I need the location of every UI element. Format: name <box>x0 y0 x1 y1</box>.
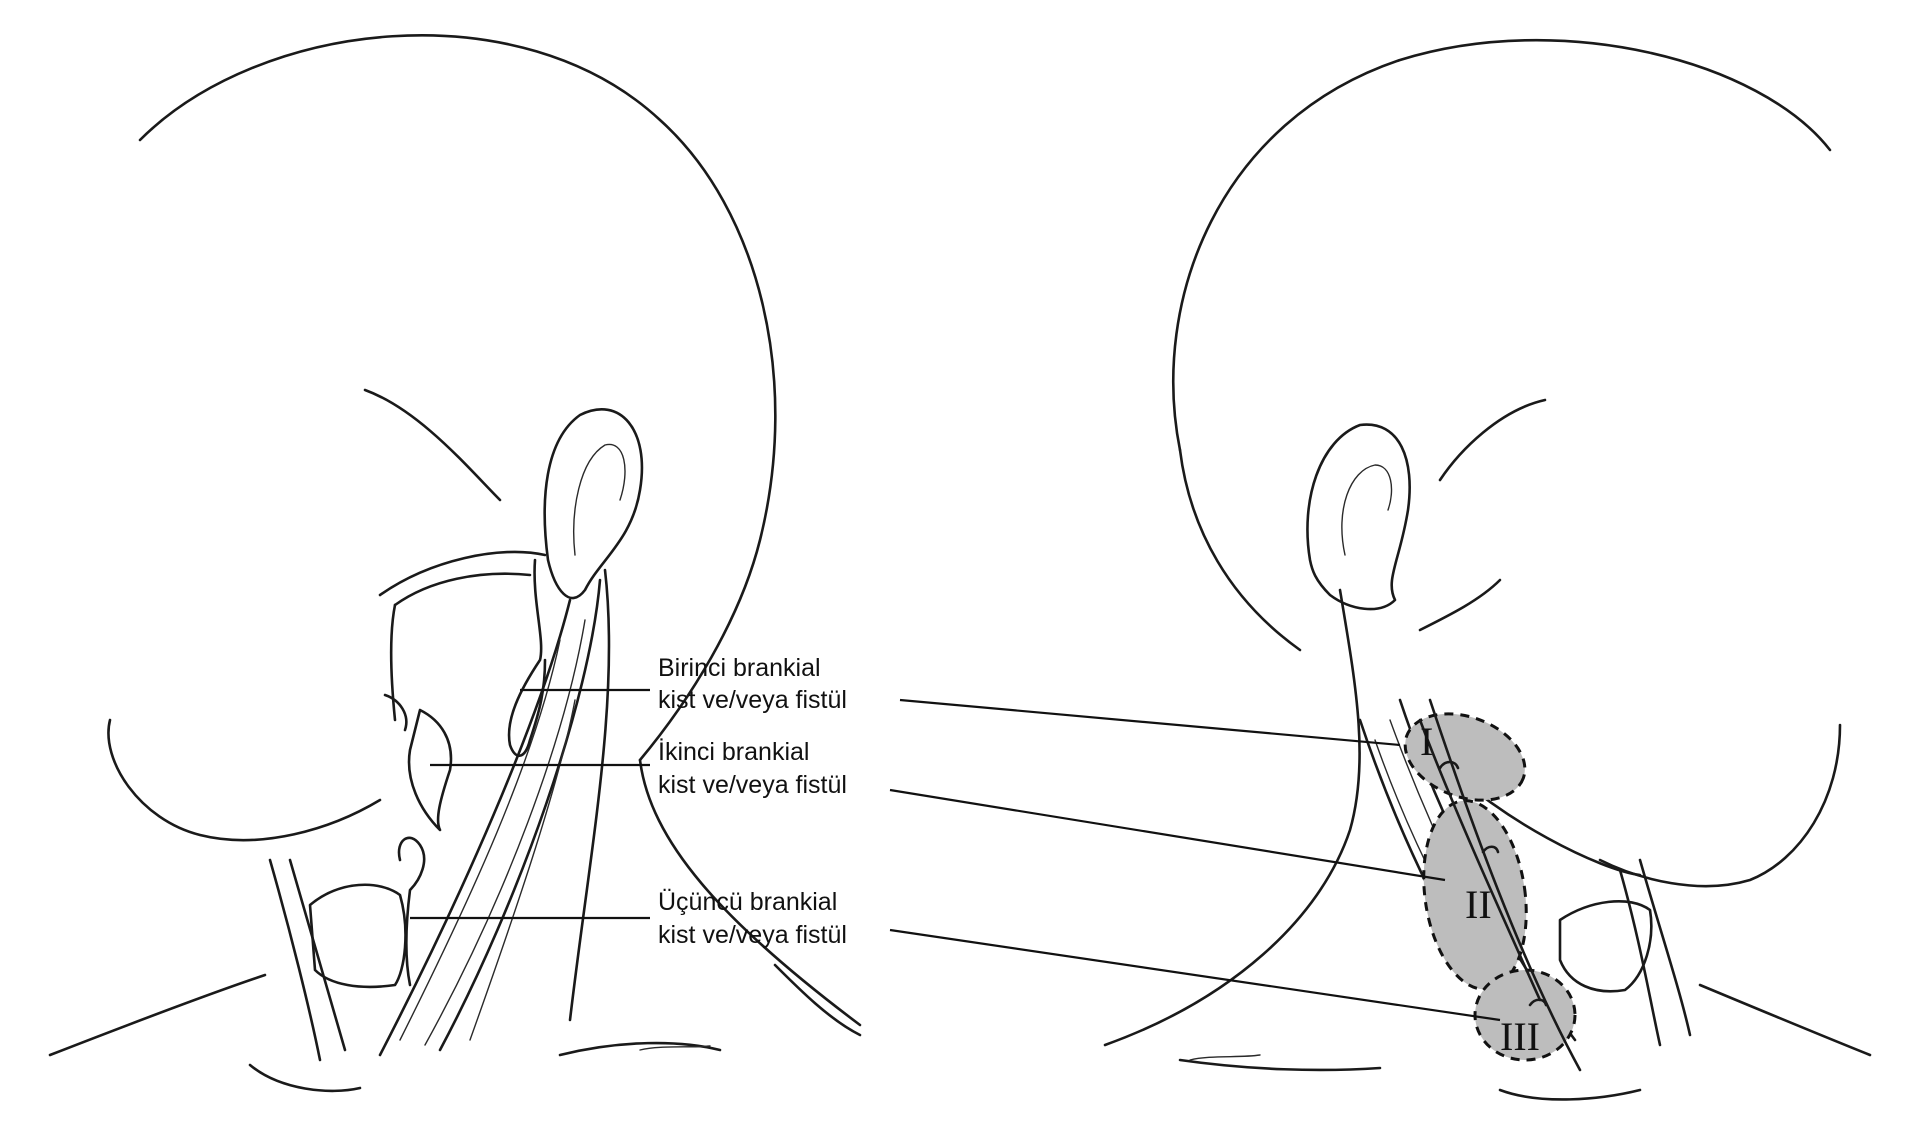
left-ear <box>545 409 642 598</box>
label-first-line1: Birinci brankial <box>658 654 821 682</box>
leader-second-right <box>890 790 1445 880</box>
left-neck-back <box>570 570 609 1020</box>
numeral-iii: III <box>1500 1014 1540 1059</box>
label-first-line2: kist ve/veya fistül <box>658 686 847 714</box>
left-first-cyst <box>509 560 545 756</box>
left-ear-inner <box>574 444 625 555</box>
left-second-cyst <box>409 710 451 830</box>
labels: Birinci brankial kist ve/veya fistül İki… <box>658 654 847 949</box>
right-head-figure: I II III <box>1105 40 1870 1099</box>
numeral-ii: II <box>1465 882 1492 927</box>
leader-first-right <box>900 700 1400 745</box>
right-shoulder <box>1700 985 1870 1055</box>
label-second-line1: İkinci brankial <box>658 737 809 766</box>
label-third-line1: Üçüncü brankial <box>658 888 837 916</box>
right-larynx <box>1560 901 1651 991</box>
left-head-outline <box>140 35 775 760</box>
left-mandible <box>391 605 395 720</box>
label-second-line2: kist ve/veya fistül <box>658 771 847 799</box>
left-cheek-line <box>365 390 500 500</box>
left-face-contour <box>108 720 380 840</box>
right-jaw-line <box>1420 580 1500 630</box>
right-ear-inner <box>1342 465 1392 555</box>
label-third-line2: kist ve/veya fistül <box>658 921 847 949</box>
numeral-i: I <box>1420 719 1433 764</box>
right-ear <box>1307 425 1409 609</box>
leader-lines <box>410 690 1500 1020</box>
right-head-outline <box>1173 40 1830 450</box>
left-larynx <box>310 885 405 987</box>
left-shoulder <box>50 975 265 1055</box>
left-jaw-inner <box>395 574 530 605</box>
right-face-contour <box>1600 725 1840 886</box>
leader-third-right <box>890 930 1500 1020</box>
